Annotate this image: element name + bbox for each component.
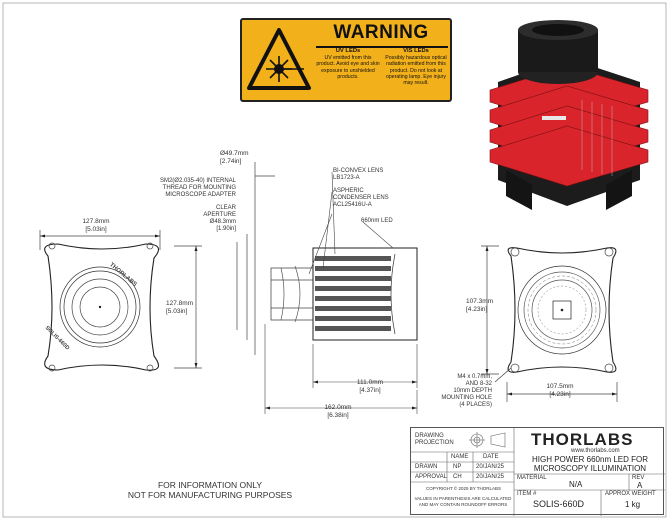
front-width-dim: 127.8mm [5.03in] xyxy=(80,218,112,234)
biconvex-line2: LB1723-A xyxy=(333,175,360,181)
mount-line5: (4 PLACES) xyxy=(459,402,492,408)
rev-label: REV xyxy=(632,475,645,481)
aspheric-line2: CONDENSER LENS xyxy=(333,195,389,201)
laser-hazard-icon xyxy=(247,28,311,90)
product-description: HIGH POWER 660nm LED FOR MICROSCOPY ILLU… xyxy=(517,455,663,473)
approval-name: CH xyxy=(453,474,462,480)
front-width-in: [5.03in] xyxy=(85,226,107,233)
front-height-mm: 127.8mm xyxy=(166,300,194,307)
side-dia-in: [2.74in] xyxy=(220,158,242,165)
drawn-name: NP xyxy=(453,464,462,470)
brand-logo: THORLABS xyxy=(531,430,634,449)
notice-line2: NOT FOR MANUFACTURING PURPOSES xyxy=(127,490,293,500)
copyright: COPYRIGHT © 2025 BY THORLABS xyxy=(425,486,502,491)
aperture-line1: CLEAR xyxy=(215,205,236,211)
front-view-drawing xyxy=(39,230,202,372)
aspheric-line3: ACL25416U-A xyxy=(333,202,372,208)
description-line1: HIGH POWER 660nm LED FOR xyxy=(531,455,649,464)
notice-line1: FOR INFORMATION ONLY xyxy=(157,480,263,490)
values-note-line2: AND MAY CONTAIN ROUNDOFF ERRORS xyxy=(418,502,508,507)
rear-height-mm: 107.3mm xyxy=(466,298,494,305)
biconvex-line1: BI-CONVEX LENS xyxy=(333,168,384,174)
brand-url: www.thorlabs.com xyxy=(571,448,620,454)
projection-label: DRAWING PROJECTION xyxy=(415,433,454,447)
uv-body: UV emitted from this product. Avoid eye … xyxy=(316,55,380,80)
aperture-line2: APERTURE xyxy=(203,212,236,218)
approval-label: APPROVAL xyxy=(415,474,447,480)
material-value: N/A xyxy=(569,480,583,489)
mount-line4: MOUNTING HOLE xyxy=(441,395,492,401)
vis-body: Possibly hazardous optical radiation emi… xyxy=(385,55,447,87)
side-dia-dim: Ø49.7mm [2.74in] xyxy=(220,150,249,166)
aperture-in: [1.90in] xyxy=(216,226,236,232)
col-name: NAME xyxy=(451,454,469,460)
aperture-callout: CLEAR APERTURE Ø48.3mm [1.90in] xyxy=(168,205,236,233)
approval-date: 20/JAN/25 xyxy=(476,474,505,480)
title-block-grid xyxy=(411,428,665,516)
rear-view-drawing xyxy=(481,245,618,402)
vis-heading: VIS LEDs xyxy=(403,48,429,54)
rear-height-in: [4.23in] xyxy=(466,306,488,313)
mounting-hole-callout: M4 x 0.7mm, AND 8-32 10mm DEPTH MOUNTING… xyxy=(420,374,492,409)
side-total-dim: 162.0mm [6.38in] xyxy=(318,404,358,420)
rev-value: A xyxy=(637,481,643,490)
biconvex-callout: BI-CONVEX LENS LB1723-A xyxy=(333,168,403,182)
material-label: MATERIAL xyxy=(517,475,547,481)
aspheric-line1: ASPHERIC xyxy=(333,188,364,194)
rear-height-dim: 107.3mm [4.23in] xyxy=(466,298,493,314)
side-body-mm: 111.0mm xyxy=(356,379,384,386)
rear-width-dim: 107.5mm [4.23in] xyxy=(542,383,578,399)
values-note: VALUES IN PARENTHESIS ARE CALCULATED AND… xyxy=(413,496,513,508)
led-callout: 660nm LED xyxy=(361,218,393,224)
mount-line2: AND 8-32 xyxy=(465,381,492,387)
uv-heading: UV LEDs xyxy=(335,48,361,54)
side-body-dim: 111.0mm [4.37in] xyxy=(352,379,388,395)
vis-warning-text: VIS LEDs Possibly hazardous optical radi… xyxy=(384,48,448,86)
rear-width-mm: 107.5mm xyxy=(546,383,574,390)
values-note-line1: VALUES IN PARENTHESIS ARE CALCULATED xyxy=(414,496,512,501)
information-notice: FOR INFORMATION ONLY NOT FOR MANUFACTURI… xyxy=(90,480,330,500)
warning-divider xyxy=(316,46,448,48)
aperture-mm: Ø48.3mm xyxy=(209,219,236,225)
uv-warning-text: UV LEDs UV emitted from this product. Av… xyxy=(316,48,380,80)
side-total-mm: 162.0mm xyxy=(324,404,352,411)
front-height-dim: 127.8mm [5.03in] xyxy=(166,300,193,316)
weight-value: 1 kg xyxy=(625,500,641,509)
side-view-drawing xyxy=(236,162,418,414)
title-block: DRAWING PROJECTION NAME DATE DRAWN NP 20… xyxy=(410,427,665,516)
side-dia-mm: Ø49.7mm xyxy=(220,150,249,157)
thread-callout: SM2(Ø2.035-40) INTERNAL THREAD FOR MOUNT… xyxy=(159,178,236,198)
drawn-date: 20/JAN/25 xyxy=(476,464,505,470)
front-height-in: [5.03in] xyxy=(166,308,188,315)
side-total-in: [6.38in] xyxy=(327,412,349,419)
mount-line1: M4 x 0.7mm, xyxy=(457,374,492,380)
description-line2: MICROSCOPY ILLUMINATION xyxy=(533,464,647,473)
item-label: ITEM # xyxy=(517,491,537,497)
projection-line2: PROJECTION xyxy=(415,440,454,446)
projection-line1: DRAWING xyxy=(415,433,444,439)
weight-label: APPROX WEIGHT xyxy=(605,491,656,497)
side-body-in: [4.37in] xyxy=(359,387,381,394)
item-value: SOLIS-660D xyxy=(533,499,585,509)
mount-line3: 10mm DEPTH xyxy=(453,388,492,394)
warning-title: WARNING xyxy=(333,22,429,43)
drawn-label: DRAWN xyxy=(415,464,438,470)
rear-width-in: [4.23in] xyxy=(549,391,571,398)
front-width-mm: 127.8mm xyxy=(82,218,110,225)
warning-label: WARNING UV LEDs UV emitted from this pro… xyxy=(240,18,452,102)
product-3d-render xyxy=(489,20,649,210)
aspheric-callout: ASPHERIC CONDENSER LENS ACL25416U-A xyxy=(333,188,413,209)
col-date: DATE xyxy=(483,454,499,460)
